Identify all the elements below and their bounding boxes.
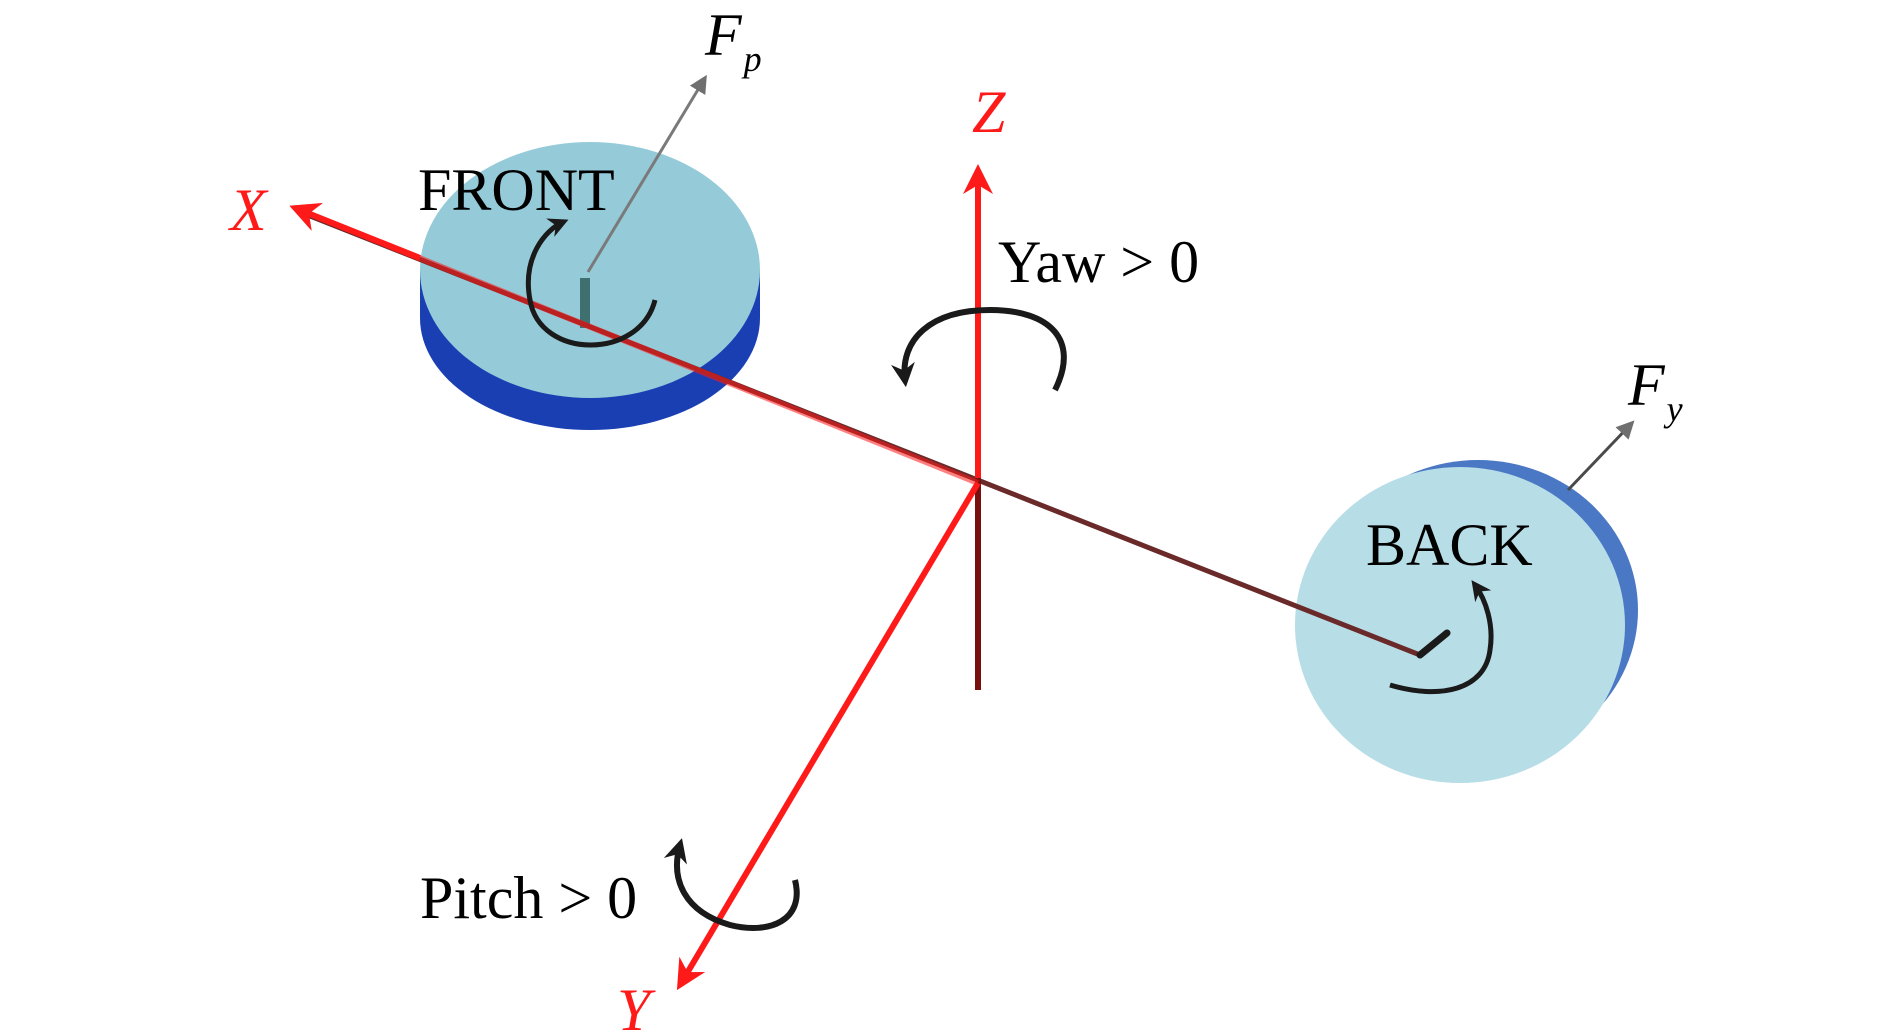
force-yaw-label: Fy — [1627, 352, 1683, 429]
force-pitch-label: Fp — [704, 2, 762, 79]
yaw-label: Yaw > 0 — [998, 229, 1199, 295]
front-label: FRONT — [418, 157, 615, 223]
back-rotor-rotation-arrow — [1389, 580, 1494, 694]
front-rotor-shaft — [580, 278, 590, 328]
y-axis-label: Y — [617, 977, 656, 1033]
force-pitch-arrow — [586, 74, 707, 273]
x-axis-tip — [289, 202, 422, 261]
back-label: BACK — [1366, 512, 1533, 578]
yaw-rotation-arrow — [891, 306, 1067, 392]
back-rotor — [1295, 460, 1638, 783]
pitch-label: Pitch > 0 — [420, 865, 637, 931]
z-axis-label: Z — [972, 79, 1006, 145]
y-axis-line — [676, 481, 981, 991]
back-rotor-shaft — [1416, 629, 1451, 659]
force-yaw-arrow — [1566, 420, 1635, 492]
pitch-rotation-arrow — [663, 838, 800, 931]
front-rotor-rotation-arrow — [525, 218, 658, 348]
back-rotor-face — [1295, 467, 1625, 783]
x-axis-label: X — [228, 177, 269, 243]
